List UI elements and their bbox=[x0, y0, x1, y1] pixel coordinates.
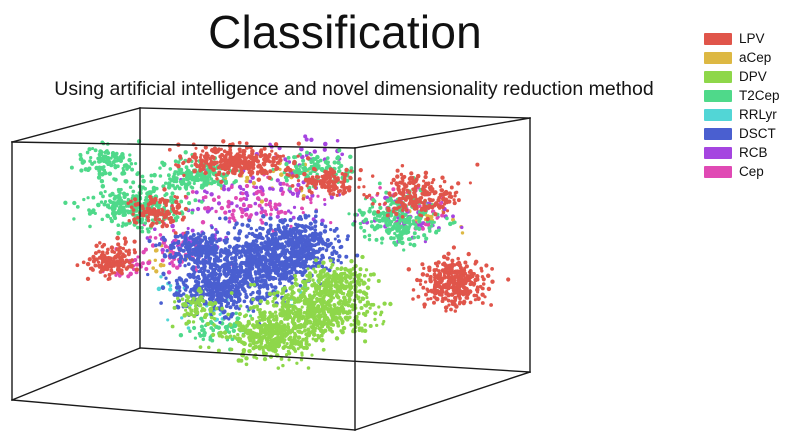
box-edge-bottom-back bbox=[139, 347, 531, 373]
legend-item-label: RRLyr bbox=[739, 106, 777, 122]
box-edge-bottom-front bbox=[11, 399, 356, 431]
legend-swatch-icon bbox=[704, 51, 732, 64]
legend-item-dsct[interactable]: DSCT bbox=[704, 125, 800, 142]
page-subtitle: Using artificial intelligence and novel … bbox=[54, 78, 654, 100]
box-edge-top-front bbox=[11, 141, 356, 149]
legend-item-lpv[interactable]: LPV bbox=[704, 30, 800, 47]
box-edge-depth-top-right bbox=[354, 117, 531, 149]
legend-item-label: DSCT bbox=[739, 125, 776, 141]
scatter-series-lpv bbox=[75, 139, 511, 313]
scatter-points-layer bbox=[63, 134, 511, 370]
legend-item-label: T2Cep bbox=[739, 87, 780, 103]
legend-swatch-icon bbox=[704, 89, 732, 102]
legend-item-label: DPV bbox=[739, 68, 767, 84]
box-edge-depth-bottom-left bbox=[11, 347, 141, 401]
legend-swatch-icon bbox=[704, 146, 732, 159]
legend-swatch-icon bbox=[704, 70, 732, 83]
legend-swatch-icon bbox=[704, 165, 732, 178]
scatter-series-dpv bbox=[170, 254, 393, 370]
legend-item-label: Cep bbox=[739, 163, 764, 179]
legend-swatch-icon bbox=[704, 32, 732, 45]
legend-item-acep[interactable]: aCep bbox=[704, 49, 800, 66]
legend-item-label: RCB bbox=[739, 144, 768, 160]
legend-item-rrlyr[interactable]: RRLyr bbox=[704, 106, 800, 123]
box-edge-depth-top-left bbox=[11, 107, 141, 143]
legend-item-label: LPV bbox=[739, 30, 765, 46]
legend-item-label: aCep bbox=[739, 49, 772, 65]
legend-item-rcb[interactable]: RCB bbox=[704, 144, 800, 161]
box-edge-top-back bbox=[139, 107, 531, 119]
scatter-series-dsct bbox=[146, 209, 360, 327]
box-edge-depth-bottom-right bbox=[354, 371, 531, 431]
scatter-plot-svg bbox=[11, 107, 531, 431]
axes-box-wireframe bbox=[11, 107, 531, 431]
scatter-plot-3d bbox=[0, 100, 720, 446]
legend-swatch-icon bbox=[704, 108, 732, 121]
legend-swatch-icon bbox=[704, 127, 732, 140]
page-title: Classification bbox=[208, 6, 482, 58]
legend-item-cep[interactable]: Cep bbox=[704, 163, 800, 180]
legend-item-t2cep[interactable]: T2Cep bbox=[704, 87, 800, 104]
legend-item-dpv[interactable]: DPV bbox=[704, 68, 800, 85]
